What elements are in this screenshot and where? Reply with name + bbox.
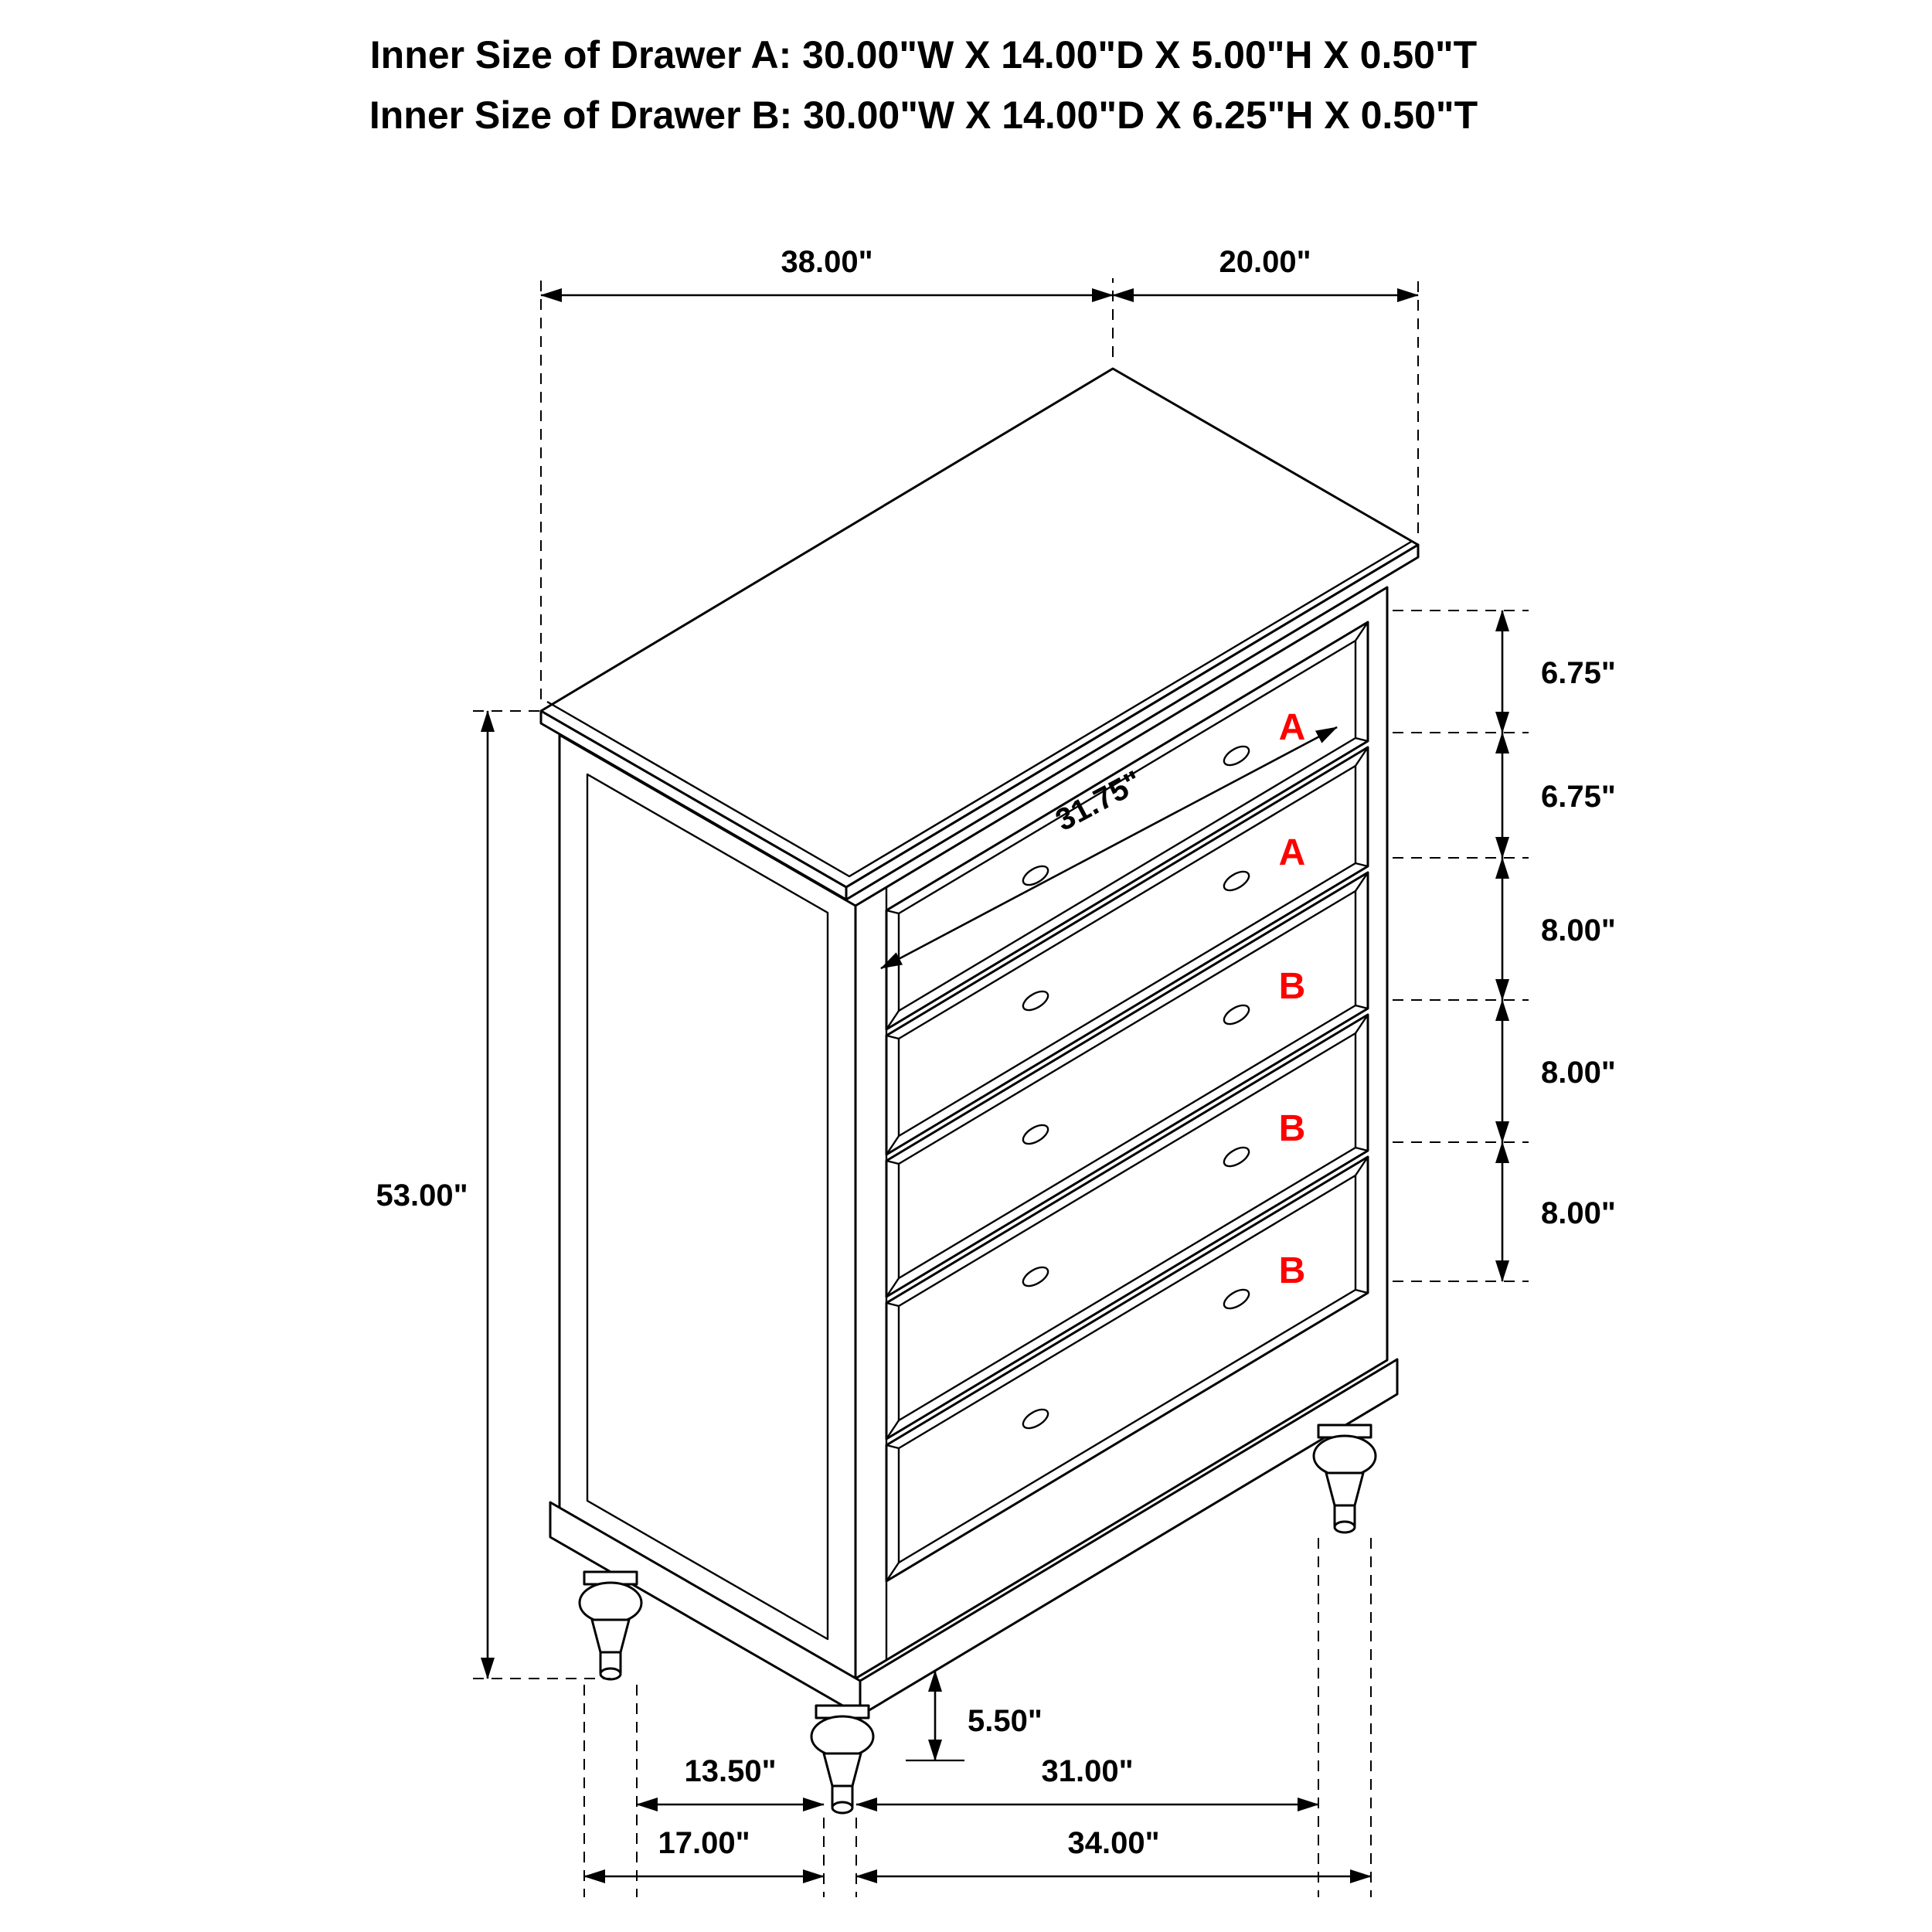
drawer-handle-icon bbox=[1022, 990, 1049, 1012]
foot-tip-end bbox=[599, 1667, 622, 1681]
dim-footprint: 13.50" 31.00" 17.00" 34.00" bbox=[583, 1538, 1372, 1897]
top-depth-value: 20.00" bbox=[1219, 245, 1311, 279]
foot-ball bbox=[810, 1715, 875, 1758]
leg-height-value: 5.50" bbox=[968, 1704, 1043, 1738]
foot-ball bbox=[578, 1581, 643, 1624]
overall-height-value: 53.00" bbox=[376, 1179, 468, 1213]
foot-taper bbox=[822, 1752, 862, 1787]
dim-overall-height: 53.00" bbox=[376, 710, 611, 1679]
drawer-type-label: A bbox=[1279, 707, 1306, 748]
foot-taper bbox=[1325, 1471, 1365, 1507]
foot-tip-end bbox=[1333, 1520, 1356, 1534]
front-leg-outer-span-value: 17.00" bbox=[658, 1826, 750, 1860]
top-width-value: 38.00" bbox=[781, 245, 872, 279]
foot-right bbox=[1312, 1423, 1377, 1534]
drawer-bevel bbox=[886, 872, 1369, 1298]
title-line-1: Inner Size of Drawer A: 30.00"W X 14.00"… bbox=[370, 33, 1477, 77]
drawer-type-label: B bbox=[1279, 1250, 1306, 1291]
base-front-face bbox=[859, 1358, 1399, 1717]
dimension-arrow bbox=[880, 726, 1338, 970]
drawer-handle-icon bbox=[1022, 1124, 1049, 1145]
side-leg-inner-span-value: 31.00" bbox=[1041, 1754, 1133, 1788]
drawer-type-label: A bbox=[1279, 832, 1306, 873]
foot-left bbox=[578, 1570, 643, 1681]
drawer-5: B bbox=[885, 1155, 1369, 1583]
drawer-b1-height-value: 8.00" bbox=[1541, 913, 1616, 947]
chest-drawing: A A B bbox=[539, 367, 1420, 1815]
drawer-handle-icon bbox=[1022, 1408, 1049, 1430]
dimension-annotations: 38.00" 20.00" 6.75" 6.75" 8.00" 8.00" 8.… bbox=[376, 245, 1616, 1897]
drawer-handle-icon bbox=[1022, 1266, 1049, 1287]
side-panel-inset bbox=[586, 773, 829, 1641]
drawer-a1-height-value: 6.75" bbox=[1541, 656, 1616, 690]
drawer-type-label: B bbox=[1279, 1108, 1306, 1149]
dim-top-depth: 20.00" bbox=[1112, 245, 1419, 533]
title-line-2: Inner Size of Drawer B: 30.00"W X 14.00"… bbox=[369, 94, 1478, 137]
base-molding bbox=[549, 1358, 1399, 1717]
drawer-type-label: B bbox=[1279, 966, 1306, 1007]
foot-tip-end bbox=[831, 1801, 854, 1815]
drawer-4: B bbox=[885, 1013, 1369, 1440]
drawer-bevel bbox=[886, 1014, 1369, 1440]
drawer-bevel bbox=[886, 747, 1369, 1155]
drawer-handle-icon bbox=[1223, 1146, 1250, 1168]
tabletop-edge-profile bbox=[546, 540, 1412, 878]
drawer-handle-icon bbox=[1223, 1004, 1250, 1026]
dim-leg-height: 5.50" bbox=[906, 1670, 1043, 1762]
front-leg-inner-span-value: 13.50" bbox=[684, 1754, 776, 1788]
drawer-a2-height-value: 6.75" bbox=[1541, 780, 1616, 814]
foot-taper bbox=[590, 1618, 631, 1654]
drawer-handle-icon bbox=[1223, 1288, 1250, 1310]
drawer-bevel bbox=[886, 1156, 1369, 1582]
foot-ball bbox=[1312, 1434, 1377, 1478]
drawer-b2-height-value: 8.00" bbox=[1541, 1056, 1616, 1090]
feet bbox=[578, 1423, 1377, 1815]
dim-top-width: 38.00" bbox=[540, 245, 1114, 699]
side-leg-outer-span-value: 34.00" bbox=[1067, 1826, 1159, 1860]
foot-front bbox=[810, 1704, 875, 1815]
drawer-b3-height-value: 8.00" bbox=[1541, 1196, 1616, 1230]
dim-drawer-heights: 6.75" 6.75" 8.00" 8.00" 8.00" bbox=[1393, 610, 1616, 1282]
